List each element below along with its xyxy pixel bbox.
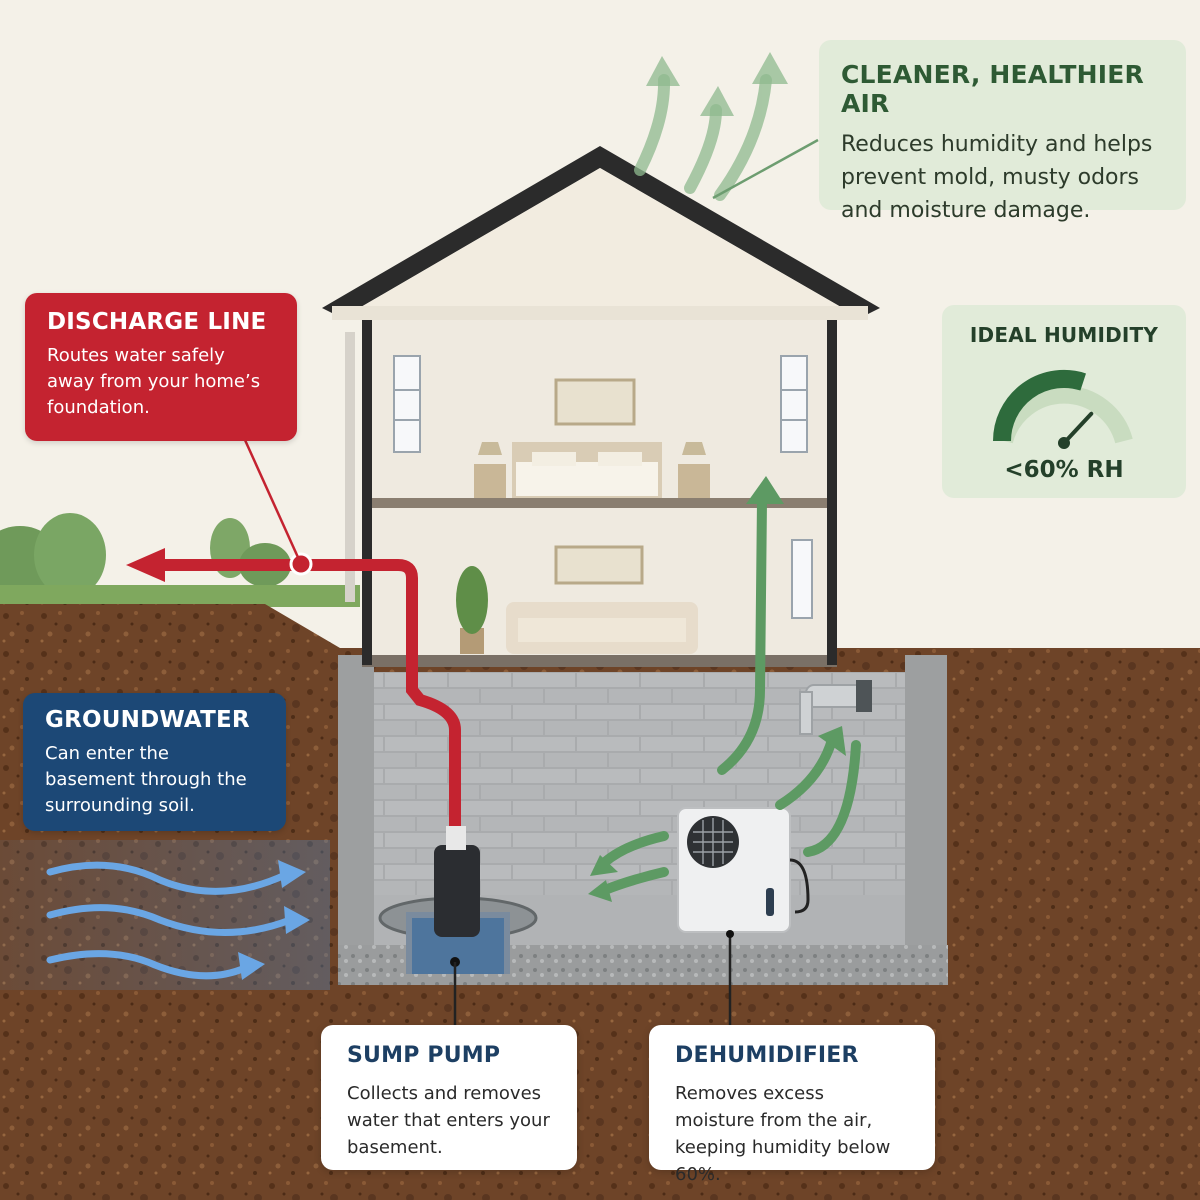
clean-air-arrowheads [646,52,788,116]
dehumidifier-callout: DEHUMIDIFIER Removes excess moisture fro… [649,1025,935,1185]
dehumidifier-text: Removes excess moisture from the air, ke… [675,1083,891,1185]
airflow-arrow-icon [600,867,669,895]
gauge-fill [993,369,1086,442]
groundwater-arrows [46,861,294,980]
groundwater-arrowheads [238,860,310,980]
air-leader-line [712,138,819,200]
living-room-furniture [456,545,698,654]
gauge-icon [993,369,1133,449]
water-flow-arrow-icon [46,861,289,895]
landscape-trees [0,513,360,607]
airflow-arrow-icon [775,735,837,810]
water-flow-arrow-icon [46,904,294,936]
sump-pump-text: Collects and removes water that enters y… [347,1083,550,1158]
airflow-arrow-icon [803,740,861,857]
discharge-pipe [126,439,461,830]
clean-air-arrows [634,74,772,201]
discharge-line-text: Routes water safely away from your home’… [47,345,261,418]
ideal-humidity-callout: IDEAL HUMIDITY <60% RH [942,305,1186,498]
groundwater-callout: GROUNDWATER Can enter the basement throu… [23,693,286,831]
sump-pump-title: SUMP PUMP [347,1043,501,1068]
ideal-humidity-title: IDEAL HUMIDITY [969,323,1159,347]
airflow-arrowheads [588,476,846,902]
vent-duct [799,680,872,735]
groundwater-title: GROUNDWATER [45,707,250,733]
discharge-line-callout: DISCHARGE LINE Routes water safely away … [25,293,297,441]
groundwater-text: Can enter the basement through the surro… [45,743,247,816]
airflow-arrows [600,495,861,895]
windows [393,355,813,619]
airflow-arrow-icon [600,831,669,867]
sump-pump-callout: SUMP PUMP Collects and removes water tha… [321,1025,577,1170]
clean-air-callout: CLEANER, HEALTHIER AIR Reduces humidity … [819,40,1186,223]
sump-pump [378,826,538,1025]
ideal-humidity-reading: <60% RH [1004,457,1124,483]
gauge-needle [1058,411,1094,449]
discharge-line-title: DISCHARGE LINE [47,309,267,335]
dehumidifier-title: DEHUMIDIFIER [675,1043,859,1068]
water-flow-arrow-icon [46,950,249,980]
airflow-arrow-icon [717,495,767,775]
dehumidifier-unit [677,807,810,1025]
clean-air-title: CLEANER, HEALTHIER AIR [841,60,1144,118]
foundation-left [338,655,374,950]
foundation-right [905,655,947,950]
clean-air-text: Reduces humidity and helps prevent mold,… [841,132,1153,223]
bedroom-furniture [474,378,710,498]
